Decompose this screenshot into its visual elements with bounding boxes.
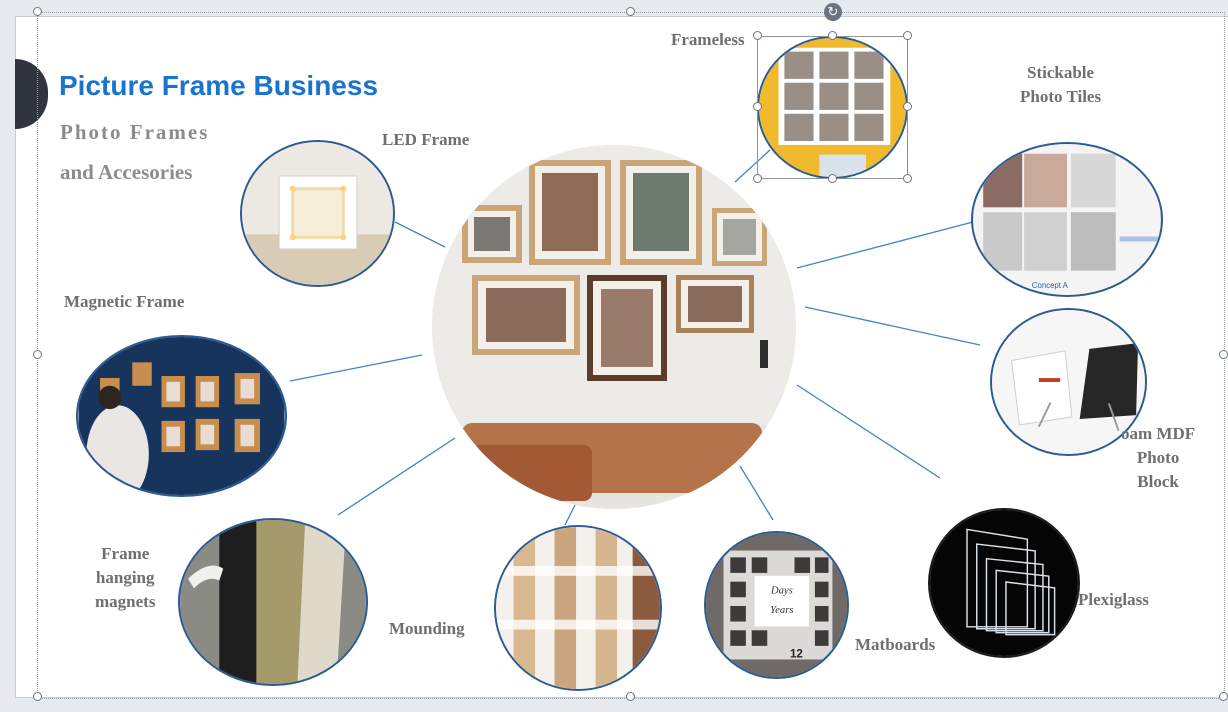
matboard-card-text-2: Years <box>770 604 793 616</box>
subtitle-line-2[interactable]: and Accesories <box>60 160 193 184</box>
subtitle-line-1[interactable]: Photo Frames <box>60 120 210 144</box>
image-handle-middle-right[interactable] <box>903 102 912 111</box>
resize-handle-middle-left[interactable] <box>33 350 42 359</box>
resize-handle-middle-right[interactable] <box>1219 350 1228 359</box>
label-plexiglass[interactable]: Plexiglass <box>1078 590 1149 609</box>
resize-handle-bottom-left[interactable] <box>33 692 42 701</box>
image-handle-top-right[interactable] <box>903 31 912 40</box>
rotate-handle-icon[interactable]: ↻ <box>824 3 842 21</box>
label-frame-hanging-magnets[interactable]: Frame hanging magnets <box>95 542 155 614</box>
label-stickable-line-2: Photo Tiles <box>1020 87 1102 106</box>
label-foam-line-2: Photo <box>1136 448 1180 467</box>
label-foam-line-1: oam MDF <box>1121 424 1196 443</box>
image-handle-bottom-left[interactable] <box>753 174 762 183</box>
label-mounding[interactable]: Mounding <box>389 619 465 638</box>
foam-mdf-photo-block-image[interactable] <box>990 308 1147 456</box>
label-hanging-line-1: Frame <box>101 544 150 563</box>
label-foam-line-3: Block <box>1137 472 1179 491</box>
matboards-image[interactable]: Days Years 12 <box>704 531 849 679</box>
label-frameless[interactable]: Frameless <box>671 30 745 49</box>
image-handle-bottom-right[interactable] <box>903 174 912 183</box>
label-led-frame[interactable]: LED Frame <box>382 130 470 149</box>
image-handle-bottom-center[interactable] <box>828 174 837 183</box>
page-title[interactable]: Picture Frame Business <box>59 70 379 101</box>
frame-hanging-magnets-image[interactable] <box>178 518 368 686</box>
label-magnetic-frame[interactable]: Magnetic Frame <box>64 292 185 311</box>
resize-handle-top-left[interactable] <box>33 7 42 16</box>
image-handle-top-left[interactable] <box>753 31 762 40</box>
label-matboards[interactable]: Matboards <box>855 635 936 654</box>
tiles-caption-text: Concept A <box>1032 281 1069 290</box>
label-stickable-photo-tiles[interactable]: Stickable Photo Tiles <box>1020 61 1101 109</box>
magnetic-frame-image[interactable] <box>76 335 287 497</box>
resize-handle-bottom-center[interactable] <box>626 692 635 701</box>
image-handle-middle-left[interactable] <box>753 102 762 111</box>
label-stickable-line-1: Stickable <box>1027 63 1095 82</box>
mounding-image[interactable] <box>494 525 662 691</box>
center-gallery-wall-image[interactable] <box>432 145 796 509</box>
plexiglass-image[interactable] <box>928 508 1080 658</box>
image-selection-box[interactable] <box>757 36 908 179</box>
matboard-number-text: 12 <box>790 648 803 661</box>
label-hanging-line-2: hanging <box>95 568 155 587</box>
label-foam-mdf-photo-block[interactable]: oam MDF Photo Block <box>1121 422 1195 494</box>
led-frame-image[interactable] <box>240 140 395 287</box>
frameless-image[interactable] <box>757 36 908 179</box>
matboard-card-text-1: Days <box>770 584 793 596</box>
resize-handle-bottom-right[interactable] <box>1219 692 1228 701</box>
image-handle-top-center[interactable] <box>828 31 837 40</box>
label-hanging-line-3: magnets <box>95 592 156 611</box>
stickable-photo-tiles-image[interactable]: Concept A <box>971 142 1163 297</box>
resize-handle-top-center[interactable] <box>626 7 635 16</box>
